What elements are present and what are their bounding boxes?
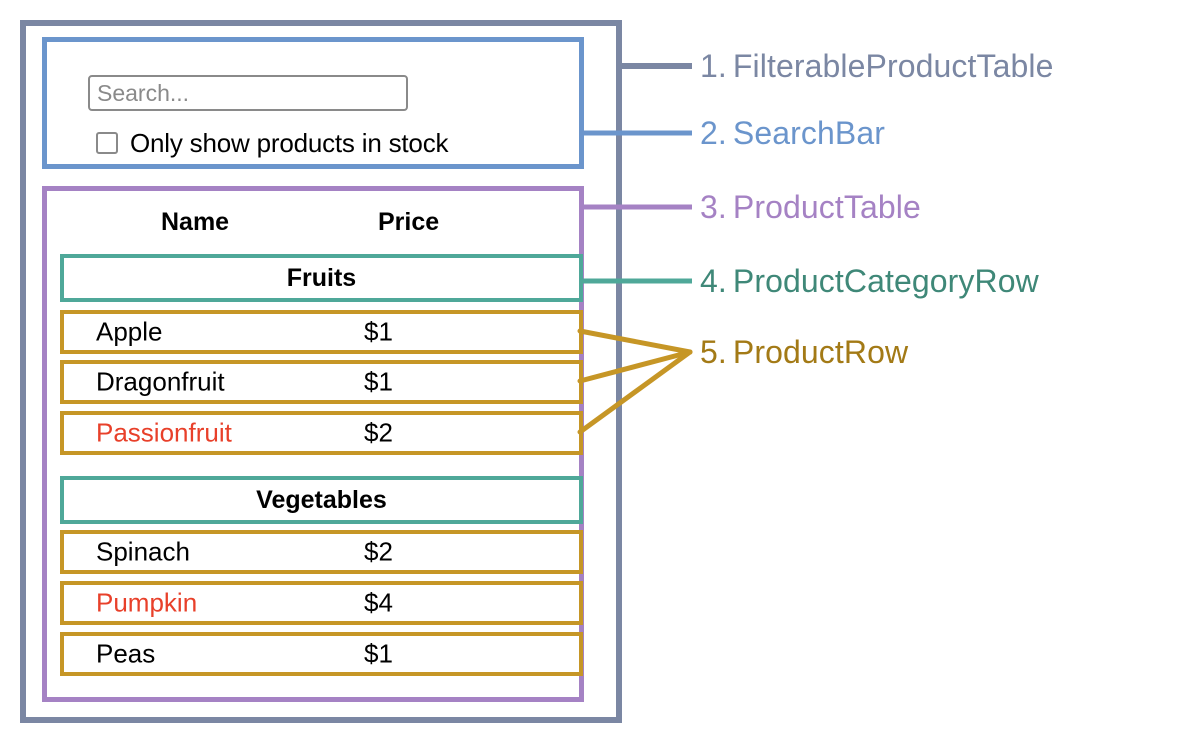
product-price: $2 bbox=[364, 536, 393, 567]
legend-number: 5. bbox=[700, 334, 727, 370]
product-price: $1 bbox=[364, 316, 393, 347]
legend-label: ProductCategoryRow bbox=[732, 263, 1039, 299]
product-name: Spinach bbox=[96, 536, 190, 567]
product-price: $4 bbox=[364, 587, 393, 618]
legend-label: ProductTable bbox=[732, 189, 921, 225]
product-category-row: Fruits bbox=[60, 254, 583, 302]
legend-item-product-row: 5.ProductRow bbox=[700, 334, 908, 371]
legend-item-search-bar: 2.SearchBar bbox=[700, 115, 885, 152]
product-price: $2 bbox=[364, 417, 393, 448]
product-name: Dragonfruit bbox=[96, 366, 225, 397]
product-category-row: Vegetables bbox=[60, 476, 583, 524]
search-input[interactable] bbox=[88, 75, 408, 111]
in-stock-checkbox-label: Only show products in stock bbox=[130, 127, 449, 158]
product-name: Peas bbox=[96, 638, 156, 669]
product-row: Pumpkin $4 bbox=[60, 581, 583, 625]
legend-number: 1. bbox=[700, 48, 727, 84]
legend-label: FilterableProductTable bbox=[732, 48, 1054, 84]
checkbox-icon[interactable] bbox=[96, 132, 118, 154]
product-name-out-of-stock: Pumpkin bbox=[96, 587, 198, 618]
legend-number: 2. bbox=[700, 115, 727, 151]
column-header-price: Price bbox=[378, 207, 440, 236]
legend-item-filterable-product-table: 1.FilterableProductTable bbox=[700, 48, 1053, 85]
legend-item-product-category-row: 4.ProductCategoryRow bbox=[700, 263, 1039, 300]
legend-number: 3. bbox=[700, 189, 727, 225]
product-category-label: Fruits bbox=[286, 263, 357, 292]
product-row: Dragonfruit $1 bbox=[60, 360, 583, 404]
product-row: Spinach $2 bbox=[60, 530, 583, 574]
product-price: $1 bbox=[364, 638, 393, 669]
product-row: Peas $1 bbox=[60, 632, 583, 676]
search-bar-boundary bbox=[42, 37, 584, 169]
column-header-name: Name bbox=[161, 207, 230, 236]
product-name-out-of-stock: Passionfruit bbox=[96, 417, 232, 448]
product-row: Passionfruit $2 bbox=[60, 411, 583, 455]
product-category-label: Vegetables bbox=[256, 485, 387, 514]
product-table-header: Name Price bbox=[60, 198, 583, 246]
legend-label: ProductRow bbox=[732, 334, 909, 370]
product-price: $1 bbox=[364, 366, 393, 397]
legend-number: 4. bbox=[700, 263, 727, 299]
legend-label: SearchBar bbox=[732, 115, 885, 151]
product-name: Apple bbox=[96, 316, 163, 347]
in-stock-checkbox-row[interactable]: Only show products in stock bbox=[96, 126, 448, 160]
legend-item-product-table: 3.ProductTable bbox=[700, 189, 921, 226]
product-row: Apple $1 bbox=[60, 310, 583, 354]
